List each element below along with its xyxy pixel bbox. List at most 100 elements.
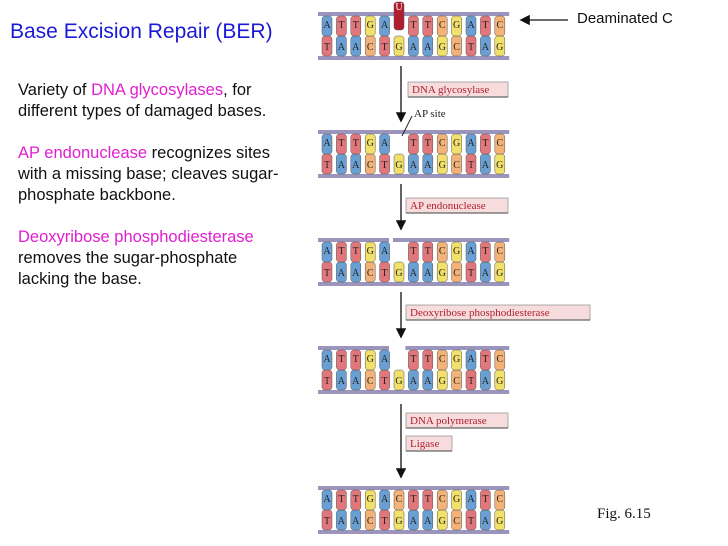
top-base — [350, 489, 362, 511]
top-base — [408, 133, 419, 155]
top-base-letter: A — [467, 20, 475, 31]
top-base-letter: T — [482, 354, 488, 365]
top-base — [379, 349, 390, 371]
top-base-letter: T — [425, 354, 431, 365]
top-base — [465, 489, 477, 511]
top-base — [364, 133, 376, 155]
top-base — [336, 241, 347, 263]
top-base-letter: G — [453, 20, 460, 31]
explanation-text: Variety of DNA glycosylases, for differe… — [18, 80, 293, 311]
bottom-base-letter: T — [382, 42, 388, 53]
bottom-base-letter: T — [468, 376, 474, 387]
top-base — [393, 489, 405, 511]
bottom-base-letter: T — [324, 42, 330, 53]
top-base-letter: A — [467, 246, 475, 257]
empty-sugar-site — [397, 134, 401, 148]
bottom-base — [393, 35, 405, 57]
top-base-letter: G — [453, 246, 460, 257]
top-base — [465, 241, 477, 263]
top-base — [350, 15, 362, 37]
top-base-letter: T — [482, 494, 488, 505]
bottom-base-letter: G — [439, 160, 446, 171]
top-base — [379, 241, 390, 263]
top-base — [480, 489, 491, 511]
bottom-base-letter: G — [439, 268, 446, 279]
top-base-letter: G — [367, 20, 374, 31]
top-base-letter: T — [410, 494, 416, 505]
bottom-base-letter: C — [367, 516, 374, 527]
bottom-base-letter: A — [410, 516, 418, 527]
uracil-base — [393, 1, 405, 31]
top-base — [451, 349, 462, 371]
top-base-letter: G — [453, 354, 460, 365]
top-base — [336, 349, 347, 371]
top-base-letter: A — [381, 354, 389, 365]
bottom-base-letter: T — [324, 268, 330, 279]
bottom-base-letter: C — [453, 268, 460, 279]
bottom-base-letter: C — [367, 42, 374, 53]
top-base-letter: A — [323, 246, 331, 257]
top-base-letter: C — [439, 20, 446, 31]
top-backbone — [318, 130, 510, 134]
bottom-backbone — [318, 174, 510, 178]
bottom-base-letter: G — [439, 376, 446, 387]
top-base — [422, 489, 434, 511]
bottom-base-letter: G — [439, 516, 446, 527]
bottom-base-letter: T — [468, 42, 474, 53]
bottom-base-letter: G — [496, 376, 503, 387]
top-base — [336, 133, 347, 155]
bottom-base — [393, 153, 405, 175]
top-base-letter: A — [467, 354, 475, 365]
bottom-base-letter: A — [410, 160, 418, 171]
top-base — [451, 489, 462, 511]
enzyme-label-2: AP endonuclease — [405, 197, 509, 214]
top-base-letter: A — [381, 138, 389, 149]
bottom-base-letter: G — [395, 160, 402, 171]
bottom-base-letter: A — [424, 268, 432, 279]
bottom-base-letter: C — [453, 160, 460, 171]
top-base — [321, 489, 333, 511]
enzyme-name: Deoxyribose phosphodiesterase — [410, 307, 550, 319]
top-base — [379, 489, 390, 511]
bottom-base-letter: C — [453, 42, 460, 53]
top-base-letter: C — [496, 138, 503, 149]
paragraph-ap-endonuclease: AP endonuclease recognizes sites with a … — [18, 144, 279, 204]
bottom-base-letter: T — [324, 160, 330, 171]
bottom-base-letter: G — [496, 268, 503, 279]
bottom-base-letter: G — [496, 160, 503, 171]
bottom-base-letter: A — [338, 42, 346, 53]
bottom-base-letter: A — [424, 160, 432, 171]
bottom-base-letter: T — [468, 268, 474, 279]
enzyme-name: AP endonuclease — [410, 200, 486, 212]
top-base-letter: T — [353, 20, 359, 31]
top-base-letter: G — [367, 494, 374, 505]
top-base — [350, 241, 362, 263]
bottom-base-letter: C — [367, 376, 374, 387]
bottom-base-letter: G — [439, 42, 446, 53]
top-base — [436, 15, 448, 37]
top-base-letter: G — [367, 354, 374, 365]
enzyme-name: DNA polymerase — [410, 415, 487, 427]
top-backbone — [318, 12, 510, 16]
bottom-base-letter: A — [352, 268, 360, 279]
bottom-base-letter: A — [338, 268, 346, 279]
top-base-letter: T — [482, 138, 488, 149]
top-base-letter: C — [396, 494, 403, 505]
top-base — [379, 15, 390, 37]
top-base-letter: G — [367, 246, 374, 257]
bottom-base-letter: A — [410, 42, 418, 53]
top-base-letter: T — [410, 138, 416, 149]
figure-label: Fig. 6.15 — [597, 506, 651, 522]
top-base-letter: T — [338, 246, 344, 257]
bottom-base-letter: T — [382, 268, 388, 279]
top-backbone-left — [318, 238, 389, 242]
top-base — [480, 241, 491, 263]
ap-site-pointer — [401, 115, 413, 137]
top-base — [494, 133, 506, 155]
top-base — [494, 349, 506, 371]
top-base-letter: T — [353, 494, 359, 505]
